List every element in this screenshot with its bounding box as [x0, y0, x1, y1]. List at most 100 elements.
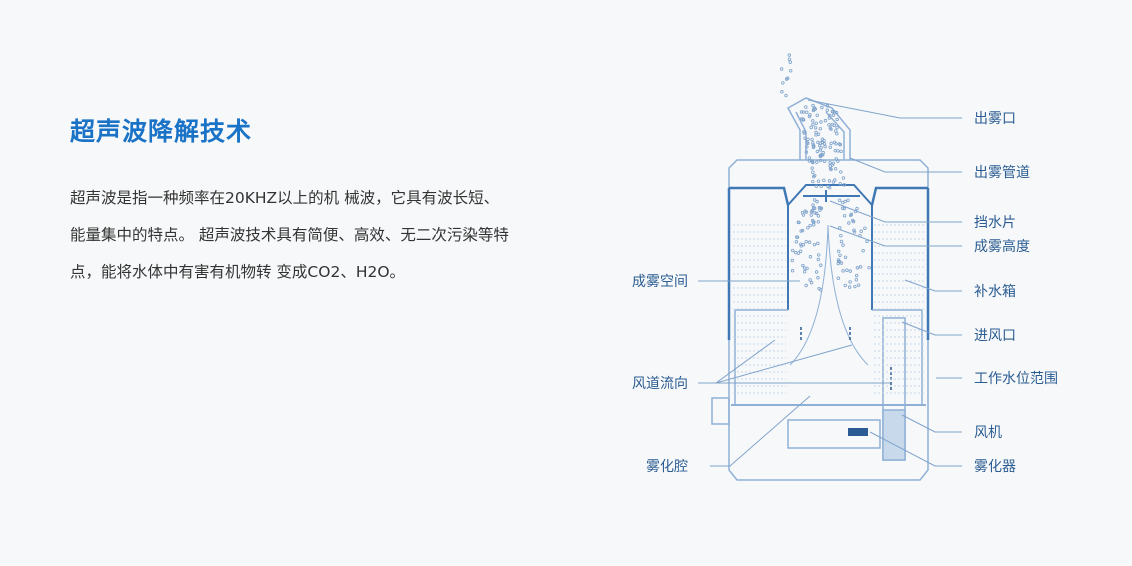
mist-particle — [781, 81, 785, 85]
mist-particle — [801, 263, 805, 268]
mist-particle — [861, 249, 865, 253]
mist-particle — [843, 199, 847, 204]
mist-particle — [818, 127, 823, 131]
mist-particle — [830, 122, 834, 127]
mist-particle — [811, 122, 815, 127]
mist-particle — [814, 130, 818, 135]
mist-particle — [809, 213, 813, 217]
mist-particle — [819, 263, 823, 267]
mist-particle — [851, 218, 855, 223]
mist-particle — [809, 209, 814, 214]
mist-particle — [814, 270, 819, 274]
mist-particle — [816, 140, 820, 145]
mist-particle — [805, 110, 809, 114]
mist-particle — [834, 157, 838, 161]
mist-particle — [811, 160, 815, 165]
mist-particle — [822, 159, 827, 163]
label-fan: 风机 — [974, 425, 1002, 441]
mist-particle — [841, 269, 845, 273]
label-water-level-range: 工作水位范围 — [974, 370, 1058, 387]
mist-particle — [848, 280, 852, 284]
mist-particle — [843, 283, 847, 288]
mist-particle — [819, 184, 823, 188]
mist-particle — [816, 214, 821, 218]
mist-particle — [814, 184, 819, 188]
label-mist-space: 成雾空间 — [632, 274, 688, 290]
mist-particle — [818, 154, 822, 158]
mist-particle — [855, 266, 860, 270]
mist-particle — [816, 241, 820, 246]
mist-particle — [806, 226, 810, 230]
mist-particle — [835, 117, 839, 122]
mist-particle — [802, 131, 806, 135]
leader-lines — [698, 99, 962, 467]
mist-particle — [799, 117, 804, 121]
mist-particle — [837, 249, 841, 254]
mist-particle — [833, 167, 838, 171]
mist-particle — [790, 258, 794, 263]
mist-particle — [807, 114, 812, 119]
mist-particle — [828, 145, 832, 149]
mist-particle — [799, 110, 804, 114]
mist-particle — [839, 233, 843, 238]
mist-particle — [795, 235, 800, 239]
mist-particle — [779, 67, 784, 71]
mist-particle — [812, 106, 817, 110]
mist-particle — [817, 286, 821, 291]
humidifier-body — [711, 97, 930, 481]
mist-particle — [822, 178, 826, 183]
label-water-baffle: 挡水片 — [974, 215, 1016, 231]
mist-particle — [830, 109, 835, 114]
mist-particle — [813, 211, 817, 215]
mist-particle — [811, 179, 815, 184]
mist-particle — [804, 105, 808, 109]
label-mist-pipe: 出雾管道 — [974, 165, 1030, 181]
mist-particles — [779, 53, 871, 292]
mist-particle — [865, 239, 869, 244]
mist-particle — [812, 144, 816, 148]
mist-particle — [837, 198, 842, 203]
mist-particle — [814, 121, 819, 125]
mist-particle — [834, 142, 838, 146]
mist-particle — [784, 93, 788, 98]
mist-particle — [835, 125, 839, 130]
mist-particle — [810, 137, 814, 142]
mist-particle — [841, 176, 846, 180]
mist-particle — [819, 120, 823, 124]
mist-particle — [846, 198, 850, 203]
mist-particle — [819, 145, 823, 150]
mist-particle — [804, 239, 808, 244]
mist-particle — [801, 110, 805, 114]
mist-particle — [797, 220, 801, 225]
mist-particle — [816, 132, 821, 136]
mist-particle — [808, 255, 813, 259]
mist-particle — [807, 240, 812, 244]
mist-particle — [787, 57, 792, 61]
mist-particle — [815, 199, 819, 204]
label-mist-outlet: 出雾口 — [974, 111, 1016, 127]
mist-particle — [811, 203, 815, 207]
mist-particle — [822, 142, 827, 146]
mist-particle — [826, 184, 830, 189]
mist-particle — [828, 113, 832, 118]
mist-particle — [805, 145, 809, 149]
mist-particle — [842, 206, 847, 211]
mist-particle — [825, 104, 830, 108]
mist-particle — [803, 136, 807, 140]
mist-particle — [819, 206, 824, 211]
mist-particle — [812, 206, 817, 210]
mist-particle — [839, 170, 843, 174]
mist-particle — [802, 270, 807, 274]
mist-particle — [816, 253, 821, 257]
label-air-flow: 风道流向 — [632, 376, 688, 392]
right-labels: 出雾口 出雾管道 挡水片 成雾高度 补水箱 进风口 工作水位范围 风机 雾化器 — [974, 111, 1058, 475]
mist-particle — [848, 269, 852, 273]
mist-particle — [804, 210, 809, 214]
mist-particle — [811, 223, 816, 227]
mist-particle — [805, 140, 809, 145]
mist-particle — [806, 137, 810, 141]
mist-particle — [798, 249, 803, 253]
mist-particle — [823, 118, 828, 123]
mist-particle — [855, 206, 859, 211]
